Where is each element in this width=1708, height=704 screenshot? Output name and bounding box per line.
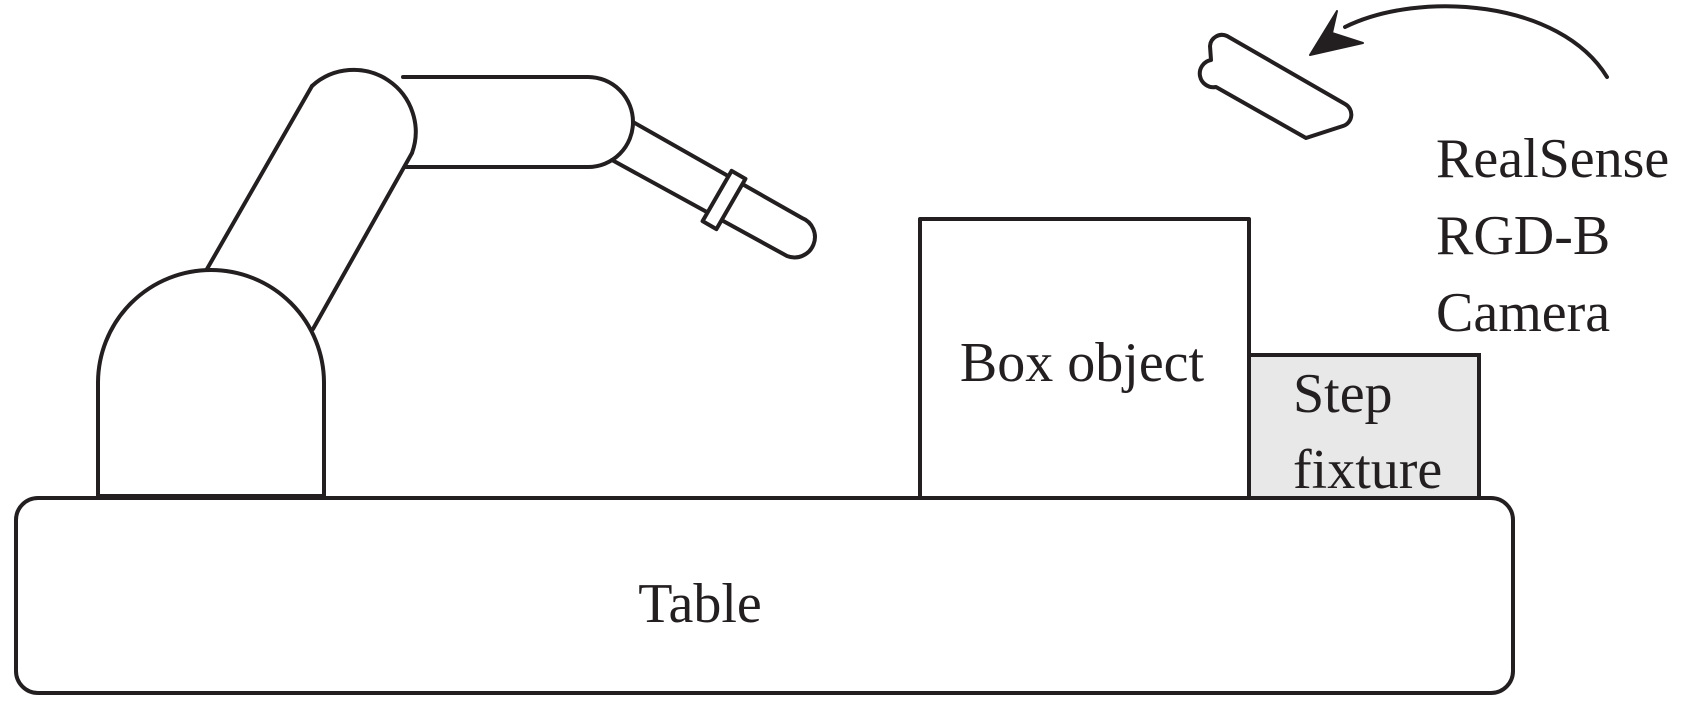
table-body (14, 496, 1515, 695)
camera-body (1197, 32, 1354, 140)
robot-forearm (401, 75, 635, 169)
robot-upper-link (205, 84, 314, 271)
camera-motion-arrow (1343, 4, 1609, 79)
realsense-camera: RealSense RGD-B Camera (1197, 4, 1669, 344)
box-object-shape (918, 217, 1251, 500)
table: Table (14, 496, 1515, 695)
robot-arm (96, 67, 817, 498)
step-fixture: Step fixture (1247, 353, 1481, 501)
camera-label-line3: Camera (1436, 282, 1610, 344)
camera-label-line1: RealSense (1436, 128, 1669, 190)
step-fixture-label-line2: fixture (1293, 439, 1442, 501)
robot-base (96, 268, 326, 498)
step-fixture-label-line1: Step (1293, 363, 1393, 425)
robot-wrist (610, 120, 817, 260)
arrowhead-icon (1309, 10, 1364, 56)
robot-shoulder-joint (310, 67, 418, 155)
camera-label-line2: RGD-B (1436, 205, 1610, 267)
step-fixture-shape (1247, 353, 1481, 500)
robot-tool-collar (700, 168, 748, 232)
box-object: Box object (918, 217, 1251, 500)
box-object-label: Box object (960, 332, 1205, 394)
robot-upper-link-edge (311, 151, 414, 331)
table-label: Table (638, 573, 762, 635)
